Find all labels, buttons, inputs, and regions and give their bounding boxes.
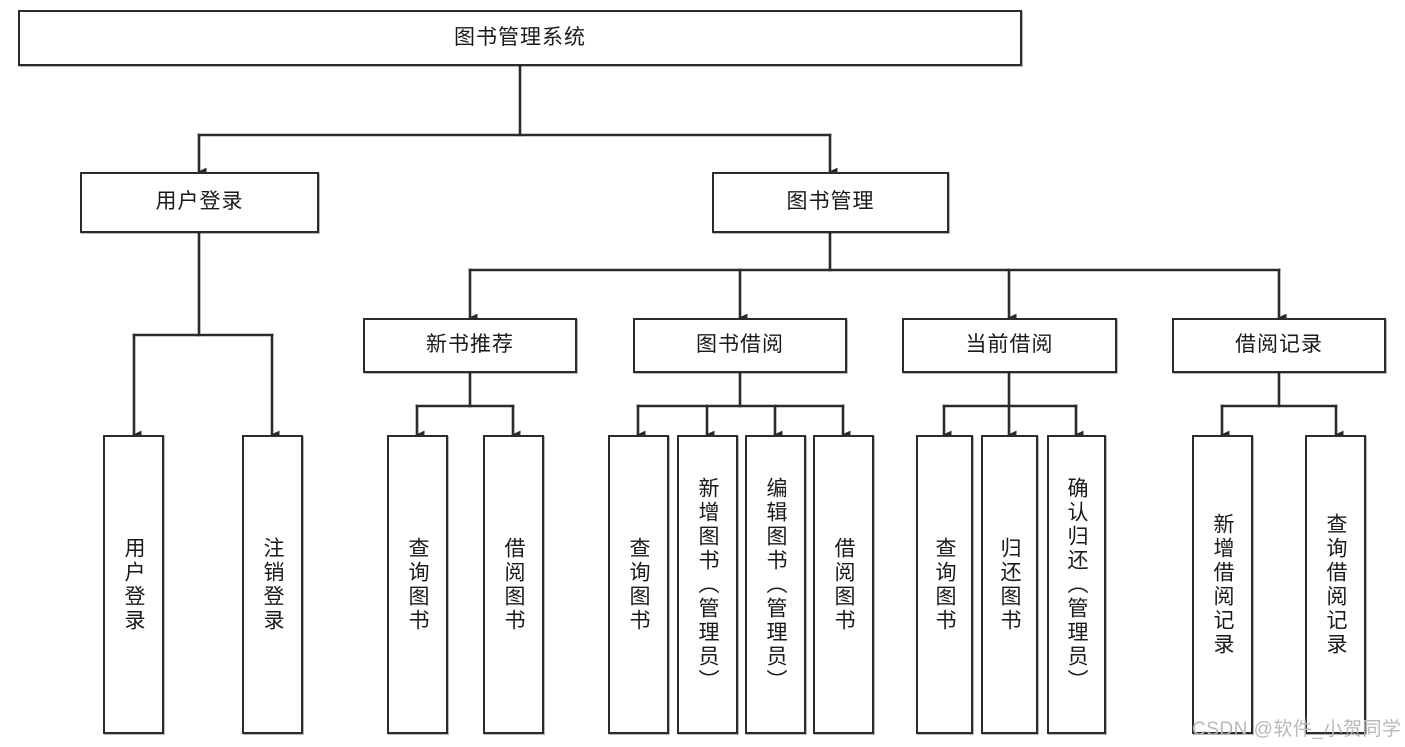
node-leaf-add-record[interactable]: 新增借阅记录 (1192, 435, 1253, 734)
node-borrow-record[interactable]: 借阅记录 (1172, 318, 1386, 373)
node-leaf-query-book-2-label: 查询图书 (627, 536, 650, 633)
node-leaf-query-record[interactable]: 查询借阅记录 (1305, 435, 1366, 734)
node-leaf-confirm-return[interactable]: 确认归还（管理员） (1047, 435, 1106, 734)
node-leaf-return-book[interactable]: 归还图书 (981, 435, 1038, 734)
node-leaf-add-record-label: 新增借阅记录 (1211, 512, 1234, 657)
node-user-login[interactable]: 用户登录 (80, 172, 319, 233)
node-leaf-query-book-3[interactable]: 查询图书 (916, 435, 973, 734)
node-root-label: 图书管理系统 (454, 25, 586, 49)
node-book-borrow-label: 图书借阅 (696, 333, 784, 357)
node-leaf-return-book-label: 归还图书 (998, 536, 1021, 633)
node-leaf-borrow-book-1-label: 借阅图书 (502, 536, 525, 633)
node-new-book-recommend-label: 新书推荐 (426, 333, 514, 357)
node-leaf-logout[interactable]: 注销登录 (242, 435, 303, 734)
node-new-book-recommend[interactable]: 新书推荐 (363, 318, 577, 373)
node-current-borrow-label: 当前借阅 (965, 333, 1054, 357)
node-leaf-query-book-1[interactable]: 查询图书 (387, 435, 448, 734)
node-book-manage-label: 图书管理 (786, 190, 875, 214)
node-leaf-add-book-label: 新增图书（管理员） (696, 476, 719, 693)
node-leaf-borrow-book-2[interactable]: 借阅图书 (813, 435, 874, 734)
node-root[interactable]: 图书管理系统 (18, 10, 1022, 66)
node-leaf-query-book-2[interactable]: 查询图书 (608, 435, 669, 734)
node-borrow-record-label: 借阅记录 (1235, 333, 1323, 357)
node-leaf-query-book-1-label: 查询图书 (406, 536, 429, 633)
node-user-login-label: 用户登录 (155, 190, 244, 214)
node-leaf-add-book[interactable]: 新增图书（管理员） (677, 435, 738, 734)
node-leaf-query-record-label: 查询借阅记录 (1324, 512, 1347, 657)
node-leaf-borrow-book-2-label: 借阅图书 (832, 536, 855, 633)
node-book-borrow[interactable]: 图书借阅 (633, 318, 847, 373)
node-book-manage[interactable]: 图书管理 (712, 172, 949, 233)
node-leaf-query-book-3-label: 查询图书 (933, 536, 956, 633)
node-current-borrow[interactable]: 当前借阅 (902, 318, 1117, 373)
node-leaf-user-login-label: 用户登录 (122, 536, 145, 633)
node-leaf-edit-book-label: 编辑图书（管理员） (764, 476, 787, 693)
node-leaf-edit-book[interactable]: 编辑图书（管理员） (745, 435, 806, 734)
node-leaf-logout-label: 注销登录 (261, 536, 284, 633)
node-leaf-confirm-return-label: 确认归还（管理员） (1065, 476, 1088, 693)
node-leaf-borrow-book-1[interactable]: 借阅图书 (483, 435, 544, 734)
node-leaf-user-login[interactable]: 用户登录 (103, 435, 164, 734)
